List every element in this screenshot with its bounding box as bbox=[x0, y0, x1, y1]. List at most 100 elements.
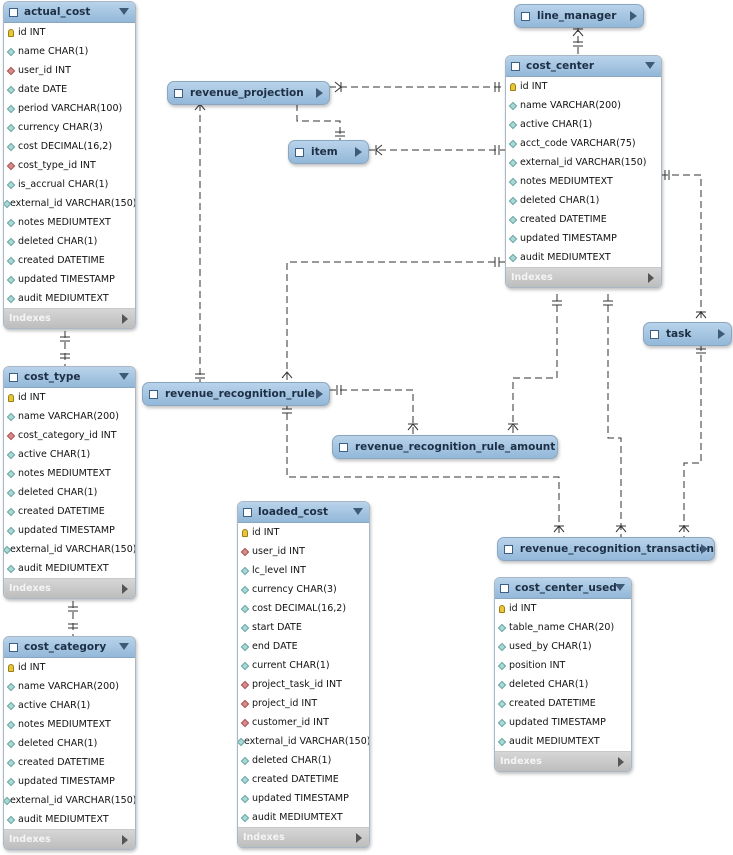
column-row[interactable]: active CHAR(1) bbox=[4, 696, 135, 715]
table-header[interactable]: cost_category bbox=[4, 637, 135, 658]
expand-icon[interactable] bbox=[316, 389, 323, 399]
column-row[interactable]: date DATE bbox=[4, 80, 135, 99]
column-row[interactable]: currency CHAR(3) bbox=[238, 580, 369, 599]
column-row[interactable]: name VARCHAR(200) bbox=[506, 96, 661, 115]
indexes-bar[interactable]: Indexes bbox=[495, 751, 631, 771]
table-task[interactable]: task bbox=[643, 322, 732, 346]
column-row[interactable]: current CHAR(1) bbox=[238, 656, 369, 675]
column-row[interactable]: audit MEDIUMTEXT bbox=[495, 732, 631, 751]
column-row[interactable]: created DATETIME bbox=[4, 502, 135, 521]
column-row[interactable]: external_id VARCHAR(150) bbox=[238, 732, 369, 751]
column-row[interactable]: notes MEDIUMTEXT bbox=[4, 213, 135, 232]
column-row[interactable]: end DATE bbox=[238, 637, 369, 656]
column-row[interactable]: customer_id INT bbox=[238, 713, 369, 732]
column-row[interactable]: id INT bbox=[4, 388, 135, 407]
column-row[interactable]: table_name CHAR(20) bbox=[495, 618, 631, 637]
column-row[interactable]: cost_category_id INT bbox=[4, 426, 135, 445]
column-row[interactable]: name VARCHAR(200) bbox=[4, 407, 135, 426]
column-row[interactable]: external_id VARCHAR(150) bbox=[4, 194, 135, 213]
column-row[interactable]: created DATETIME bbox=[238, 770, 369, 789]
column-row[interactable]: audit MEDIUMTEXT bbox=[4, 810, 135, 829]
table-header[interactable]: cost_center_used bbox=[495, 578, 631, 599]
column-row[interactable]: notes MEDIUMTEXT bbox=[506, 172, 661, 191]
table-revenue-projection[interactable]: revenue_projection bbox=[167, 81, 330, 105]
column-row[interactable]: deleted CHAR(1) bbox=[4, 483, 135, 502]
column-row[interactable]: audit MEDIUMTEXT bbox=[4, 559, 135, 578]
indexes-bar[interactable]: Indexes bbox=[238, 827, 369, 847]
column-row[interactable]: currency CHAR(3) bbox=[4, 118, 135, 137]
column-row[interactable]: start DATE bbox=[238, 618, 369, 637]
column-row[interactable]: project_task_id INT bbox=[238, 675, 369, 694]
expand-icon[interactable] bbox=[122, 584, 128, 594]
column-row[interactable]: project_id INT bbox=[238, 694, 369, 713]
column-row[interactable]: external_id VARCHAR(150) bbox=[506, 153, 661, 172]
column-row[interactable]: acct_code VARCHAR(75) bbox=[506, 134, 661, 153]
column-row[interactable]: updated TIMESTAMP bbox=[4, 772, 135, 791]
column-row[interactable]: updated TIMESTAMP bbox=[4, 270, 135, 289]
column-row[interactable]: audit MEDIUMTEXT bbox=[4, 289, 135, 308]
indexes-bar[interactable]: Indexes bbox=[506, 267, 661, 287]
expand-icon[interactable] bbox=[122, 835, 128, 845]
column-row[interactable]: updated TIMESTAMP bbox=[238, 789, 369, 808]
column-row[interactable]: user_id INT bbox=[238, 542, 369, 561]
column-row[interactable]: lc_level INT bbox=[238, 561, 369, 580]
column-row[interactable]: id INT bbox=[506, 77, 661, 96]
column-row[interactable]: deleted CHAR(1) bbox=[506, 191, 661, 210]
column-row[interactable]: deleted CHAR(1) bbox=[238, 751, 369, 770]
table-header[interactable]: actual_cost bbox=[4, 2, 135, 23]
collapse-icon[interactable] bbox=[615, 584, 625, 591]
table-item[interactable]: item bbox=[288, 140, 369, 164]
table-header[interactable]: cost_center bbox=[506, 56, 661, 77]
indexes-bar[interactable]: Indexes bbox=[4, 308, 135, 328]
expand-icon[interactable] bbox=[718, 329, 725, 339]
column-row[interactable]: period VARCHAR(100) bbox=[4, 99, 135, 118]
column-row[interactable]: name CHAR(1) bbox=[4, 42, 135, 61]
expand-icon[interactable] bbox=[122, 314, 128, 324]
column-row[interactable]: id INT bbox=[495, 599, 631, 618]
table-header[interactable]: loaded_cost bbox=[238, 502, 369, 523]
column-row[interactable]: deleted CHAR(1) bbox=[4, 734, 135, 753]
collapse-icon[interactable] bbox=[353, 508, 363, 515]
column-row[interactable]: deleted CHAR(1) bbox=[4, 232, 135, 251]
column-row[interactable]: created DATETIME bbox=[4, 251, 135, 270]
expand-icon[interactable] bbox=[356, 833, 362, 843]
table-line-manager[interactable]: line_manager bbox=[514, 4, 644, 28]
column-row[interactable]: is_accrual CHAR(1) bbox=[4, 175, 135, 194]
column-row[interactable]: external_id VARCHAR(150) bbox=[4, 791, 135, 810]
indexes-bar[interactable]: Indexes bbox=[4, 829, 135, 849]
expand-icon[interactable] bbox=[630, 11, 637, 21]
column-row[interactable]: id INT bbox=[4, 23, 135, 42]
column-row[interactable]: cost_type_id INT bbox=[4, 156, 135, 175]
column-row[interactable]: name VARCHAR(200) bbox=[4, 677, 135, 696]
column-row[interactable]: notes MEDIUMTEXT bbox=[4, 715, 135, 734]
column-row[interactable]: id INT bbox=[238, 523, 369, 542]
expand-icon[interactable] bbox=[316, 88, 323, 98]
column-row[interactable]: active CHAR(1) bbox=[506, 115, 661, 134]
collapse-icon[interactable] bbox=[119, 643, 129, 650]
column-row[interactable]: external_id VARCHAR(150) bbox=[4, 540, 135, 559]
collapse-icon[interactable] bbox=[119, 373, 129, 380]
column-row[interactable]: active CHAR(1) bbox=[4, 445, 135, 464]
table-revenue-recognition-rule[interactable]: revenue_recognition_rule bbox=[142, 382, 330, 406]
table-header[interactable]: cost_type bbox=[4, 367, 135, 388]
column-row[interactable]: id INT bbox=[4, 658, 135, 677]
column-row[interactable]: deleted CHAR(1) bbox=[495, 675, 631, 694]
column-row[interactable]: updated TIMESTAMP bbox=[506, 229, 661, 248]
column-row[interactable]: used_by CHAR(1) bbox=[495, 637, 631, 656]
column-row[interactable]: user_id INT bbox=[4, 61, 135, 80]
column-row[interactable]: created DATETIME bbox=[506, 210, 661, 229]
collapse-icon[interactable] bbox=[119, 8, 129, 15]
column-row[interactable]: updated TIMESTAMP bbox=[4, 521, 135, 540]
expand-icon[interactable] bbox=[618, 757, 624, 767]
column-row[interactable]: cost DECIMAL(16,2) bbox=[238, 599, 369, 618]
column-row[interactable]: notes MEDIUMTEXT bbox=[4, 464, 135, 483]
indexes-bar[interactable]: Indexes bbox=[4, 578, 135, 598]
expand-icon[interactable] bbox=[648, 273, 654, 283]
column-row[interactable]: position INT bbox=[495, 656, 631, 675]
